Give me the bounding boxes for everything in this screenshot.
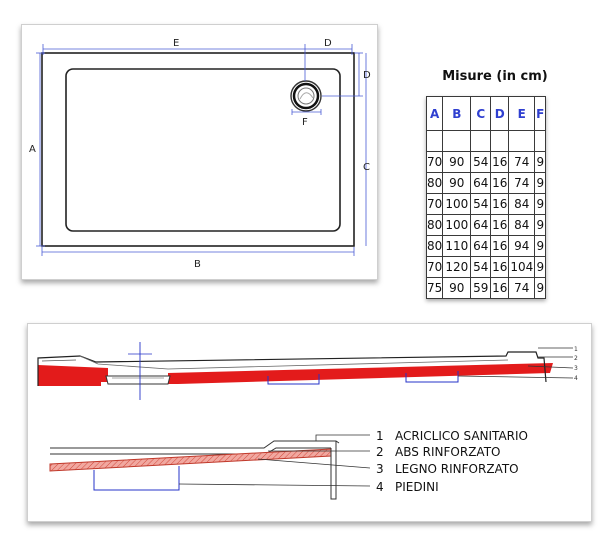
detail-cross-section: 1 ACRICLICO SANITARIO 2 ABS RINFORZATO 3…	[49, 429, 528, 500]
table-cell: 90	[442, 151, 472, 173]
table-cell: 70	[425, 256, 444, 278]
legend-number-2: 2	[376, 445, 384, 459]
legend-label-feet: PIEDINI	[395, 480, 439, 494]
table-cell: 9	[534, 235, 547, 257]
table-cell: 80	[425, 235, 444, 257]
dimension-label-c: C	[363, 162, 370, 173]
table-cell: 9	[534, 151, 547, 173]
drain-icon	[290, 80, 322, 112]
table-cell: 74	[508, 277, 536, 299]
table-cell: 100	[442, 214, 472, 236]
table-header-row: A B C D E F	[425, 96, 547, 131]
table-cell: 16	[490, 235, 510, 257]
acrylic-outline	[37, 351, 547, 386]
legend-number-4: 4	[376, 480, 384, 494]
table-cell: 80	[425, 214, 444, 236]
cross-section-drawing: 1 2 3 4	[37, 342, 578, 500]
table-cell: 110	[442, 235, 472, 257]
foot-left	[267, 374, 320, 385]
table-cell: 54	[470, 151, 492, 173]
dimension-label-d-side: D	[363, 70, 371, 81]
detail-wood-layer	[49, 448, 332, 472]
legend-label-abs: ABS RINFORZATO	[395, 445, 500, 459]
marker-2: 2	[574, 355, 578, 362]
table-cell: 54	[470, 256, 492, 278]
table-cell: 9	[534, 277, 547, 299]
detail-acrylic-layer	[50, 440, 340, 449]
table-cell: 94	[508, 235, 536, 257]
foot-right	[405, 371, 459, 383]
table-cell: 84	[508, 214, 536, 236]
dimension-label-a: A	[29, 144, 36, 155]
table-spacer-row	[425, 130, 547, 152]
table-cell: 75	[425, 277, 444, 299]
table-cell: 16	[490, 193, 510, 215]
table-cell: 16	[490, 172, 510, 194]
table-cell: 70	[425, 151, 444, 173]
marker-3: 3	[574, 365, 578, 372]
column-header: E	[508, 96, 536, 131]
table-cell: 70	[425, 193, 444, 215]
dimension-label-f: F	[302, 117, 308, 128]
table-cell: 16	[490, 151, 510, 173]
drain-section	[105, 375, 171, 385]
wood-layer-main	[168, 363, 553, 384]
table-cell: 120	[442, 256, 472, 278]
table-cell: 84	[508, 193, 536, 215]
table-cell: 90	[442, 277, 472, 299]
table-cell: 9	[534, 214, 547, 236]
legend-label-acrylic: ACRICLICO SANITARIO	[395, 429, 528, 443]
table-cell: 74	[508, 151, 536, 173]
dimension-label-b: B	[194, 259, 201, 270]
dimension-lines	[36, 44, 367, 256]
table-cell: 9	[534, 172, 547, 194]
column-header: B	[442, 96, 472, 131]
legend-number-1: 1	[376, 429, 384, 443]
full-cross-section: 1 2 3 4	[37, 342, 578, 400]
table-cell: 74	[508, 172, 536, 194]
table-cell: 16	[490, 214, 510, 236]
table-cell: 16	[490, 277, 510, 299]
marker-1: 1	[574, 346, 578, 353]
dimension-label-d-top: D	[324, 38, 332, 49]
column-header: F	[534, 96, 547, 131]
column-header: C	[470, 96, 492, 131]
table-cell: 64	[470, 235, 492, 257]
table-cell: 64	[470, 172, 492, 194]
table-cell: 90	[442, 172, 472, 194]
table-cell: 16	[490, 256, 510, 278]
column-header: A	[425, 96, 444, 131]
table-cell: 9	[534, 193, 547, 215]
table-cell: 64	[470, 214, 492, 236]
marker-4: 4	[574, 375, 578, 382]
table-cell: 80	[425, 172, 444, 194]
table-title: Misure (in cm)	[442, 69, 548, 84]
table-cell: 54	[470, 193, 492, 215]
detail-foot	[93, 466, 180, 491]
table-cell: 9	[534, 256, 547, 278]
plan-view-panel: E D D C A B F	[21, 24, 378, 280]
table-cell: 100	[442, 193, 472, 215]
cross-section-panel: 1 2 3 4	[27, 323, 592, 522]
legend-label-wood: LEGNO RINFORZATO	[395, 462, 519, 476]
legend-number-3: 3	[376, 462, 384, 476]
table-cell: 104	[508, 256, 536, 278]
column-header: D	[490, 96, 510, 131]
wood-layer-left	[38, 365, 108, 386]
plan-view-drawing: E D D C A B F	[29, 38, 371, 270]
table-cell: 59	[470, 277, 492, 299]
tray-inner-basin	[65, 68, 341, 232]
dimension-label-e: E	[173, 38, 179, 49]
